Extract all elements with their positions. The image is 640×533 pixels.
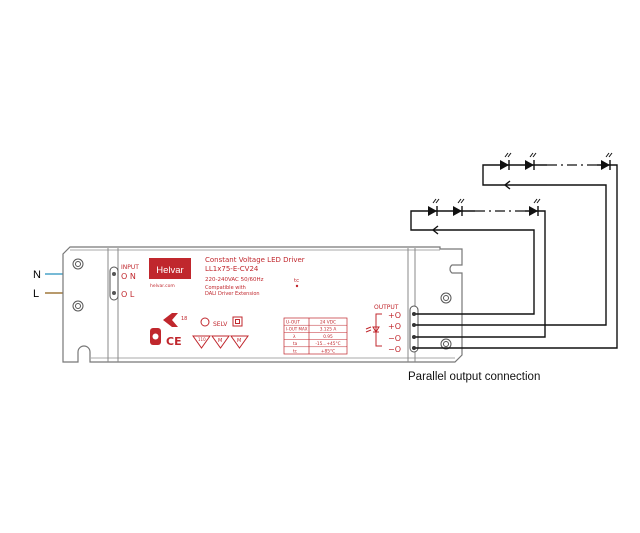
current-arrow-icon: [431, 225, 439, 235]
spec-value: -15...+45°C: [315, 341, 340, 347]
led-symbol-icon: [365, 313, 382, 347]
mm-mark-icon: M: [230, 335, 249, 349]
led-driver: INPUT O N O L Helvar helvar.com Constant…: [62, 246, 463, 363]
input-n-label: O N: [121, 272, 136, 281]
spec-value: 3.125 A: [320, 327, 337, 333]
output-wiring: [410, 163, 618, 350]
website: helvar.com: [150, 283, 175, 289]
screw-icon: [440, 338, 452, 350]
spec-value: 0.95: [323, 334, 333, 340]
enec-icon: 18: [163, 313, 187, 327]
led-diode-icon: [428, 198, 440, 216]
led-diode-icon: [500, 152, 512, 170]
screw-icon: [440, 292, 452, 304]
double-insulation-icon: [232, 316, 243, 327]
temperature-triangle-icon: 110: [192, 335, 211, 349]
input-terminal-block: [109, 266, 119, 301]
screw-icon: [72, 258, 84, 270]
m-mark-icon: M: [211, 335, 230, 349]
output-terminal-label: +O: [388, 311, 401, 320]
spec-label: ta: [293, 341, 298, 347]
compat-line-1: Compatible with: [205, 285, 246, 291]
live-label: L: [33, 288, 39, 300]
diagram-caption: Parallel output connection: [408, 371, 540, 383]
screw-icon: [72, 300, 84, 312]
led-diode-icon: [601, 152, 613, 170]
m-mark: M: [218, 338, 222, 344]
ce-mark: CE: [166, 335, 182, 348]
output-terminal-label: +O: [388, 322, 401, 331]
mm-mark: M: [237, 338, 241, 344]
enec-number: 18: [181, 316, 187, 322]
output-terminal-block: [409, 305, 419, 353]
product-title: Constant Voltage LED Driver: [205, 256, 305, 264]
spec-value: 24 VDC: [320, 320, 336, 326]
helvar-logo: [149, 258, 191, 279]
temp-mark: 110: [198, 337, 206, 342]
compat-line-2: DALI Driver Extension: [205, 291, 260, 297]
voltage-rating: 220-240VAC 50/60Hz: [205, 277, 264, 283]
spec-label: tc: [293, 348, 298, 354]
current-arrow-icon: [503, 180, 511, 190]
led-diode-icon: [453, 198, 465, 216]
protection-icon: [200, 317, 210, 327]
selv-mark: SELV: [213, 321, 228, 328]
led-diode-icon: [525, 152, 537, 170]
input-title: INPUT: [121, 264, 139, 271]
input-l-label: O L: [121, 290, 135, 299]
spec-label: U-OUT: [286, 320, 300, 326]
output-terminal-label: −O: [388, 334, 401, 343]
spec-label: λ: [293, 334, 296, 340]
class-ii-protection-icon: [150, 328, 161, 345]
spec-value: +85°C: [321, 348, 335, 354]
neutral-label: N: [33, 269, 41, 281]
led-diode-icon: [529, 198, 541, 216]
tc-mark: tc: [294, 278, 299, 284]
spec-table: U-OUT 24 VDC I-OUT MAX 3.125 A λ 0.95 ta…: [283, 317, 348, 355]
model-number: LL1x75-E-CV24: [205, 265, 259, 273]
output-title: OUTPUT: [374, 304, 399, 311]
spec-label: I-OUT MAX: [286, 327, 308, 332]
helvar-logo-text: Helvar: [156, 265, 183, 276]
output-terminal-label: −O: [388, 345, 401, 354]
